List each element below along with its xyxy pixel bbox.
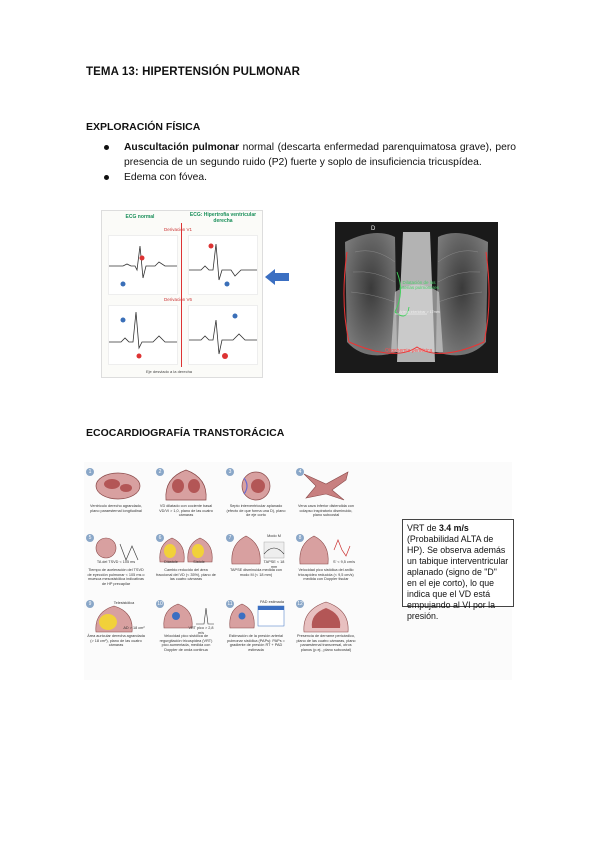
echo-small-label: TA del TSVD < 105 ms [96, 560, 136, 564]
section-heading-eco: ECOCARDIOGRAFÍA TRANSTORÁCICA [86, 427, 285, 439]
page-title: TEMA 13: HIPERTENSIÓN PULMONAR [86, 66, 301, 78]
xray-label-arteria: Arteria interlobar > 17mm [399, 310, 440, 314]
echo-panel-10: 10 VRT pico > 2,8 m/s Velocidad pico sis… [156, 600, 216, 662]
ecg-trace [189, 243, 257, 287]
vrt-note-box: VRT de 3.4 m/s (Probabilidad ALTA de HP)… [402, 519, 514, 621]
echo-panel-1: 1 Ventrículo derecho agrandado, plano pa… [86, 468, 146, 530]
bullet-dot-icon [104, 175, 109, 180]
heart-plax-icon [95, 472, 141, 500]
bullet-bold-text: Auscultación pulmonar [124, 142, 240, 153]
ecg-title-hvd: ECG: Hipertrofia ventricular derecha [189, 212, 257, 224]
vrt-note-prefix: VRT de [407, 523, 439, 533]
ecg-panel-hvd-v1 [188, 235, 258, 295]
echo-panel-12: 12 Presencia de derrame pericárdico, pla… [296, 600, 356, 662]
heart-4ch-icon [165, 469, 207, 501]
ecg-panel-normal-v6 [108, 305, 178, 365]
echo-panel-caption: Estimación de la presión arterial pulmon… [227, 634, 285, 652]
echo-small-label-pad: PAD estimada [260, 600, 284, 604]
echo-panel-8: 8 S' < 9,5 cm/s Velocidad pico sistólica… [296, 534, 356, 596]
ecg-divider [181, 223, 182, 367]
echo-panel-number: 8 [296, 534, 304, 542]
arrow-left-icon [265, 269, 289, 285]
heart-ra-icon [95, 605, 133, 633]
ecg-trace [109, 245, 177, 287]
echo-panel-number: 1 [86, 468, 94, 476]
echo-panel-caption: TAPSE disminuida medida con modo M (< 18… [229, 568, 283, 577]
vrt-note-text: Se observa además un tabique interventri… [407, 545, 509, 621]
echo-panel-11: 11 PAD estimada Estimación de la presión… [226, 600, 286, 662]
echo-panel-caption: Velocidad pico sistólica de regurgitació… [159, 634, 213, 652]
echo-small-label-telesistolica: Telesistólica [113, 601, 135, 605]
chest-xray-image: D Dilatación de las arterias pulmonares … [335, 222, 498, 373]
echo-panel-caption: Área auricular derecha agrandada (> 18 c… [87, 634, 145, 648]
heart-rvot-icon [95, 537, 139, 561]
vrt-note-value: 3.4 m/s [438, 523, 469, 533]
ecg-figure: ECG normal ECG: Hipertrofia ventricular … [101, 210, 263, 378]
echo-panel-number: 2 [156, 468, 164, 476]
bullet-item-edema: Edema con fóvea. [104, 170, 516, 185]
ecg-trace [189, 313, 257, 359]
heart-effusion-icon [303, 601, 349, 633]
echo-small-label-tapse: TAPSE < 18 mm [263, 560, 285, 569]
echo-panel-4: 4 Vena cava inferior distendida con cola… [296, 468, 356, 530]
bullet-dot-icon [104, 145, 109, 150]
echo-panel-number: 12 [296, 600, 304, 608]
echo-panel-3: 3 Septo interventricular aplanado (efect… [226, 468, 286, 530]
echo-panel-number: 3 [226, 468, 234, 476]
heart-short-axis-icon [241, 471, 271, 501]
echo-figure: 1 Ventrículo derecho agrandado, plano pa… [84, 462, 514, 680]
echo-small-label-systole: Sístole [193, 560, 205, 564]
heart-tapse-icon [231, 535, 285, 565]
echo-small-label-diastole: Diástole [164, 560, 178, 564]
echo-panel-number: 5 [86, 534, 94, 542]
heart-fac-icon [159, 537, 213, 563]
ecg-panel-normal-v1 [108, 235, 178, 295]
echo-panel-caption: Vena cava inferior distendida con colaps… [298, 504, 354, 518]
echo-panel-caption: VD dilatado con cociente basal VD/VI > 1… [159, 504, 213, 518]
echo-small-label-vrt: VRT pico > 2,8 m/s [188, 626, 214, 635]
echo-panel-6: 6 Diástole Sístole Cambio reducido del á… [156, 534, 216, 596]
echo-panel-number: 11 [226, 600, 234, 608]
ecg-lead-v1: Derivación V1 [164, 227, 193, 232]
xray-label-oligohemia: Oligohemia periférica [385, 348, 433, 354]
echo-panel-9: 9 Telesistólica AD > 18 cm² Área auricul… [86, 600, 146, 662]
bullet-text: normal (descarta enfermedad parenquimato… [124, 142, 516, 168]
echo-panel-2: 2 VD dilatado con cociente basal VD/VI >… [156, 468, 216, 530]
section-heading-exploracion: EXPLORACIÓN FÍSICA [86, 121, 201, 133]
echo-small-label-ad: AD > 18 cm² [123, 626, 145, 630]
echo-panel-number: 4 [296, 468, 304, 476]
echo-panel-7: 7 Modo M TAPSE < 18 mm TAPSE disminuida … [226, 534, 286, 596]
echo-panel-caption: Tiempo de aceleración del TSVD de eyecci… [87, 568, 145, 586]
ecg-trace [109, 311, 177, 359]
echo-small-label-modo-m: Modo M [267, 534, 281, 538]
heart-paps-icon [229, 603, 285, 629]
echo-panel-caption: Cambio reducido del área fraccional del … [156, 568, 216, 582]
echo-panel-caption: Presencia de derrame pericárdico, plano … [296, 634, 356, 652]
echo-panel-5: 5 TA del TSVD < 105 ms Tiempo de acelera… [86, 534, 146, 596]
echo-panel-caption: Velocidad pico sistólica del anillo tric… [298, 568, 354, 582]
bullet-item-auscultacion: Auscultación pulmonar normal (descarta e… [104, 140, 516, 170]
echo-panel-caption: Ventrículo derecho agrandado, plano para… [90, 504, 142, 513]
echo-small-label-s-prime: S' < 9,5 cm/s [333, 560, 355, 564]
echo-panel-number: 6 [156, 534, 164, 542]
vrt-note-probability: (Probabilidad ALTA de HP). [407, 534, 494, 555]
xray-drawing [335, 222, 498, 373]
bullet-text: Edema con fóvea. [124, 172, 207, 183]
ecg-footnote: Eje desviado a la derecha [146, 369, 193, 374]
xray-corner-label: D [371, 226, 376, 232]
heart-tdi-icon [299, 535, 351, 565]
echo-panel-number: 10 [156, 600, 164, 608]
bullet-list: Auscultación pulmonar normal (descarta e… [104, 140, 516, 185]
echo-panel-number: 9 [86, 600, 94, 608]
ecg-title-normal: ECG normal [125, 214, 155, 220]
vena-cava-icon [303, 471, 349, 501]
xray-label-dilatacion: Dilatación de las arterias pulmonares [399, 280, 439, 290]
echo-panel-number: 7 [226, 534, 234, 542]
heart-tr-icon [163, 603, 214, 629]
ecg-panel-hvd-v6 [188, 305, 258, 365]
echo-panel-caption: Septo interventricular aplanado (efecto … [226, 504, 286, 518]
ecg-lead-v6: Derivación V6 [164, 297, 193, 302]
